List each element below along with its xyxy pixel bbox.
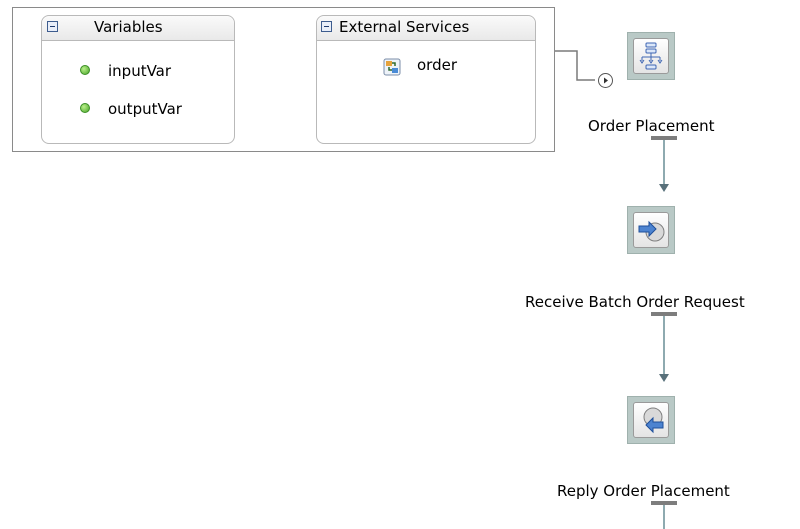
connector-port [651,501,677,505]
connector-port [651,136,677,140]
variable-item[interactable]: outputVar [80,100,182,118]
external-services-title: External Services [339,18,470,36]
flow-line [663,316,665,374]
external-services-panel-header: External Services [317,16,535,41]
order-placement-activity[interactable] [627,32,675,80]
process-flow-icon [633,38,669,74]
flow-line [663,140,665,184]
order-placement-label: Order Placement [588,117,715,135]
variable-icon [80,103,90,113]
variables-title: Variables [94,18,163,36]
external-services-panel: External Services order [316,15,536,144]
flow-line [663,505,665,529]
expand-handle-icon[interactable] [598,73,613,88]
variables-panel: Variables inputVar outputVar [41,15,235,144]
variable-icon [80,65,90,75]
flow-arrow-icon [659,184,669,192]
partner-link-icon [383,58,401,76]
variables-panel-header: Variables [42,16,234,41]
variable-item[interactable]: inputVar [80,62,171,80]
scope-connector [555,50,595,81]
receive-icon [633,212,669,248]
external-services-collapse-button[interactable] [321,21,332,32]
receive-batch-order-request-activity[interactable] [627,206,675,254]
variable-name: inputVar [108,62,172,80]
receive-batch-order-request-label: Receive Batch Order Request [525,293,745,311]
reply-order-placement-activity[interactable] [627,396,675,444]
variable-name: outputVar [108,100,182,118]
service-item[interactable]: order [383,56,457,76]
variables-collapse-button[interactable] [47,21,58,32]
connector-port [651,312,677,316]
service-name: order [417,56,457,74]
reply-icon [633,402,669,438]
flow-arrow-icon [659,374,669,382]
reply-order-placement-label: Reply Order Placement [557,482,730,500]
